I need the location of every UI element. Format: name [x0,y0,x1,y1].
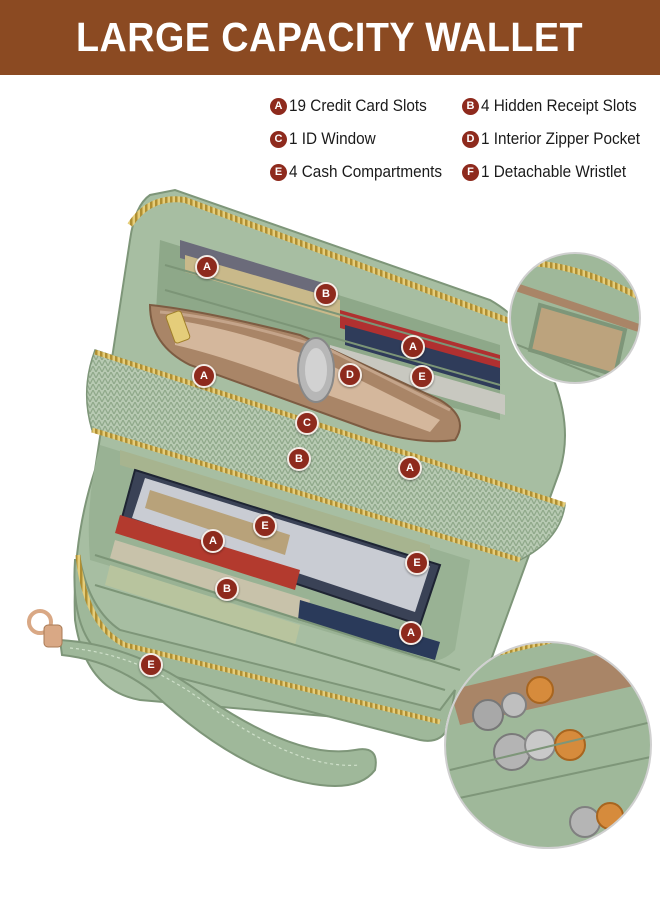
feature-badge: C [270,130,287,148]
callout-badge: E [410,365,434,389]
wallet-front-shell [73,554,456,742]
callout-badge: A [399,621,423,645]
feature-text: 1 Interior Zipper Pocket [481,129,641,148]
callout-badge: A [192,364,216,388]
feature-list: A 19 Credit Card Slots B 4 Hidden Receip… [270,96,650,182]
callout-badge: A [201,529,225,553]
callout-badge: B [314,282,338,306]
callout-badge: A [398,456,422,480]
feature-item-zipper-pocket: D 1 Interior Zipper Pocket [462,129,647,149]
callout-badge: B [215,577,239,601]
callout-badge: C [295,411,319,435]
feature-text: 19 Credit Card Slots [289,96,427,115]
feature-badge: A [270,97,287,115]
lower-compartment [88,445,470,691]
detachable-wristlet [27,609,377,787]
callout-badge: B [287,447,311,471]
feature-text: 4 Hidden Receipt Slots [481,96,637,115]
callout-badge: E [139,653,163,677]
id-window-magnifier [507,250,643,386]
feature-text: 4 Cash Compartments [289,162,443,181]
middle-divider [85,349,566,563]
zipper-pull [165,310,191,344]
feature-item-wristlet: F 1 Detachable Wristlet [462,162,647,182]
feature-text: 1 ID Window [289,129,376,148]
title-banner: LARGE CAPACITY WALLET [0,0,660,75]
callout-badge: A [195,255,219,279]
zipper-pocket [148,303,461,443]
callout-badge: A [401,335,425,359]
feature-item-receipt-slots: B 4 Hidden Receipt Slots [462,96,647,116]
feature-item-cash-compartments: E 4 Cash Compartments [270,162,462,182]
feature-badge: B [462,97,479,115]
callout-badge: D [338,363,362,387]
feature-badge: D [462,130,479,148]
lobster-clasp [43,624,63,648]
feature-item-card-slots: A 19 Credit Card Slots [270,96,462,116]
feature-item-id-window: C 1 ID Window [270,129,462,149]
clasp-ring [27,609,53,635]
feature-badge: E [270,163,287,181]
coin-pocket-magnifier [444,641,652,849]
feature-text: 1 Detachable Wristlet [481,162,627,181]
callout-badge: E [253,514,277,538]
feature-badge: F [462,163,479,181]
page-title: LARGE CAPACITY WALLET [76,14,584,60]
callout-badge: E [405,551,429,575]
